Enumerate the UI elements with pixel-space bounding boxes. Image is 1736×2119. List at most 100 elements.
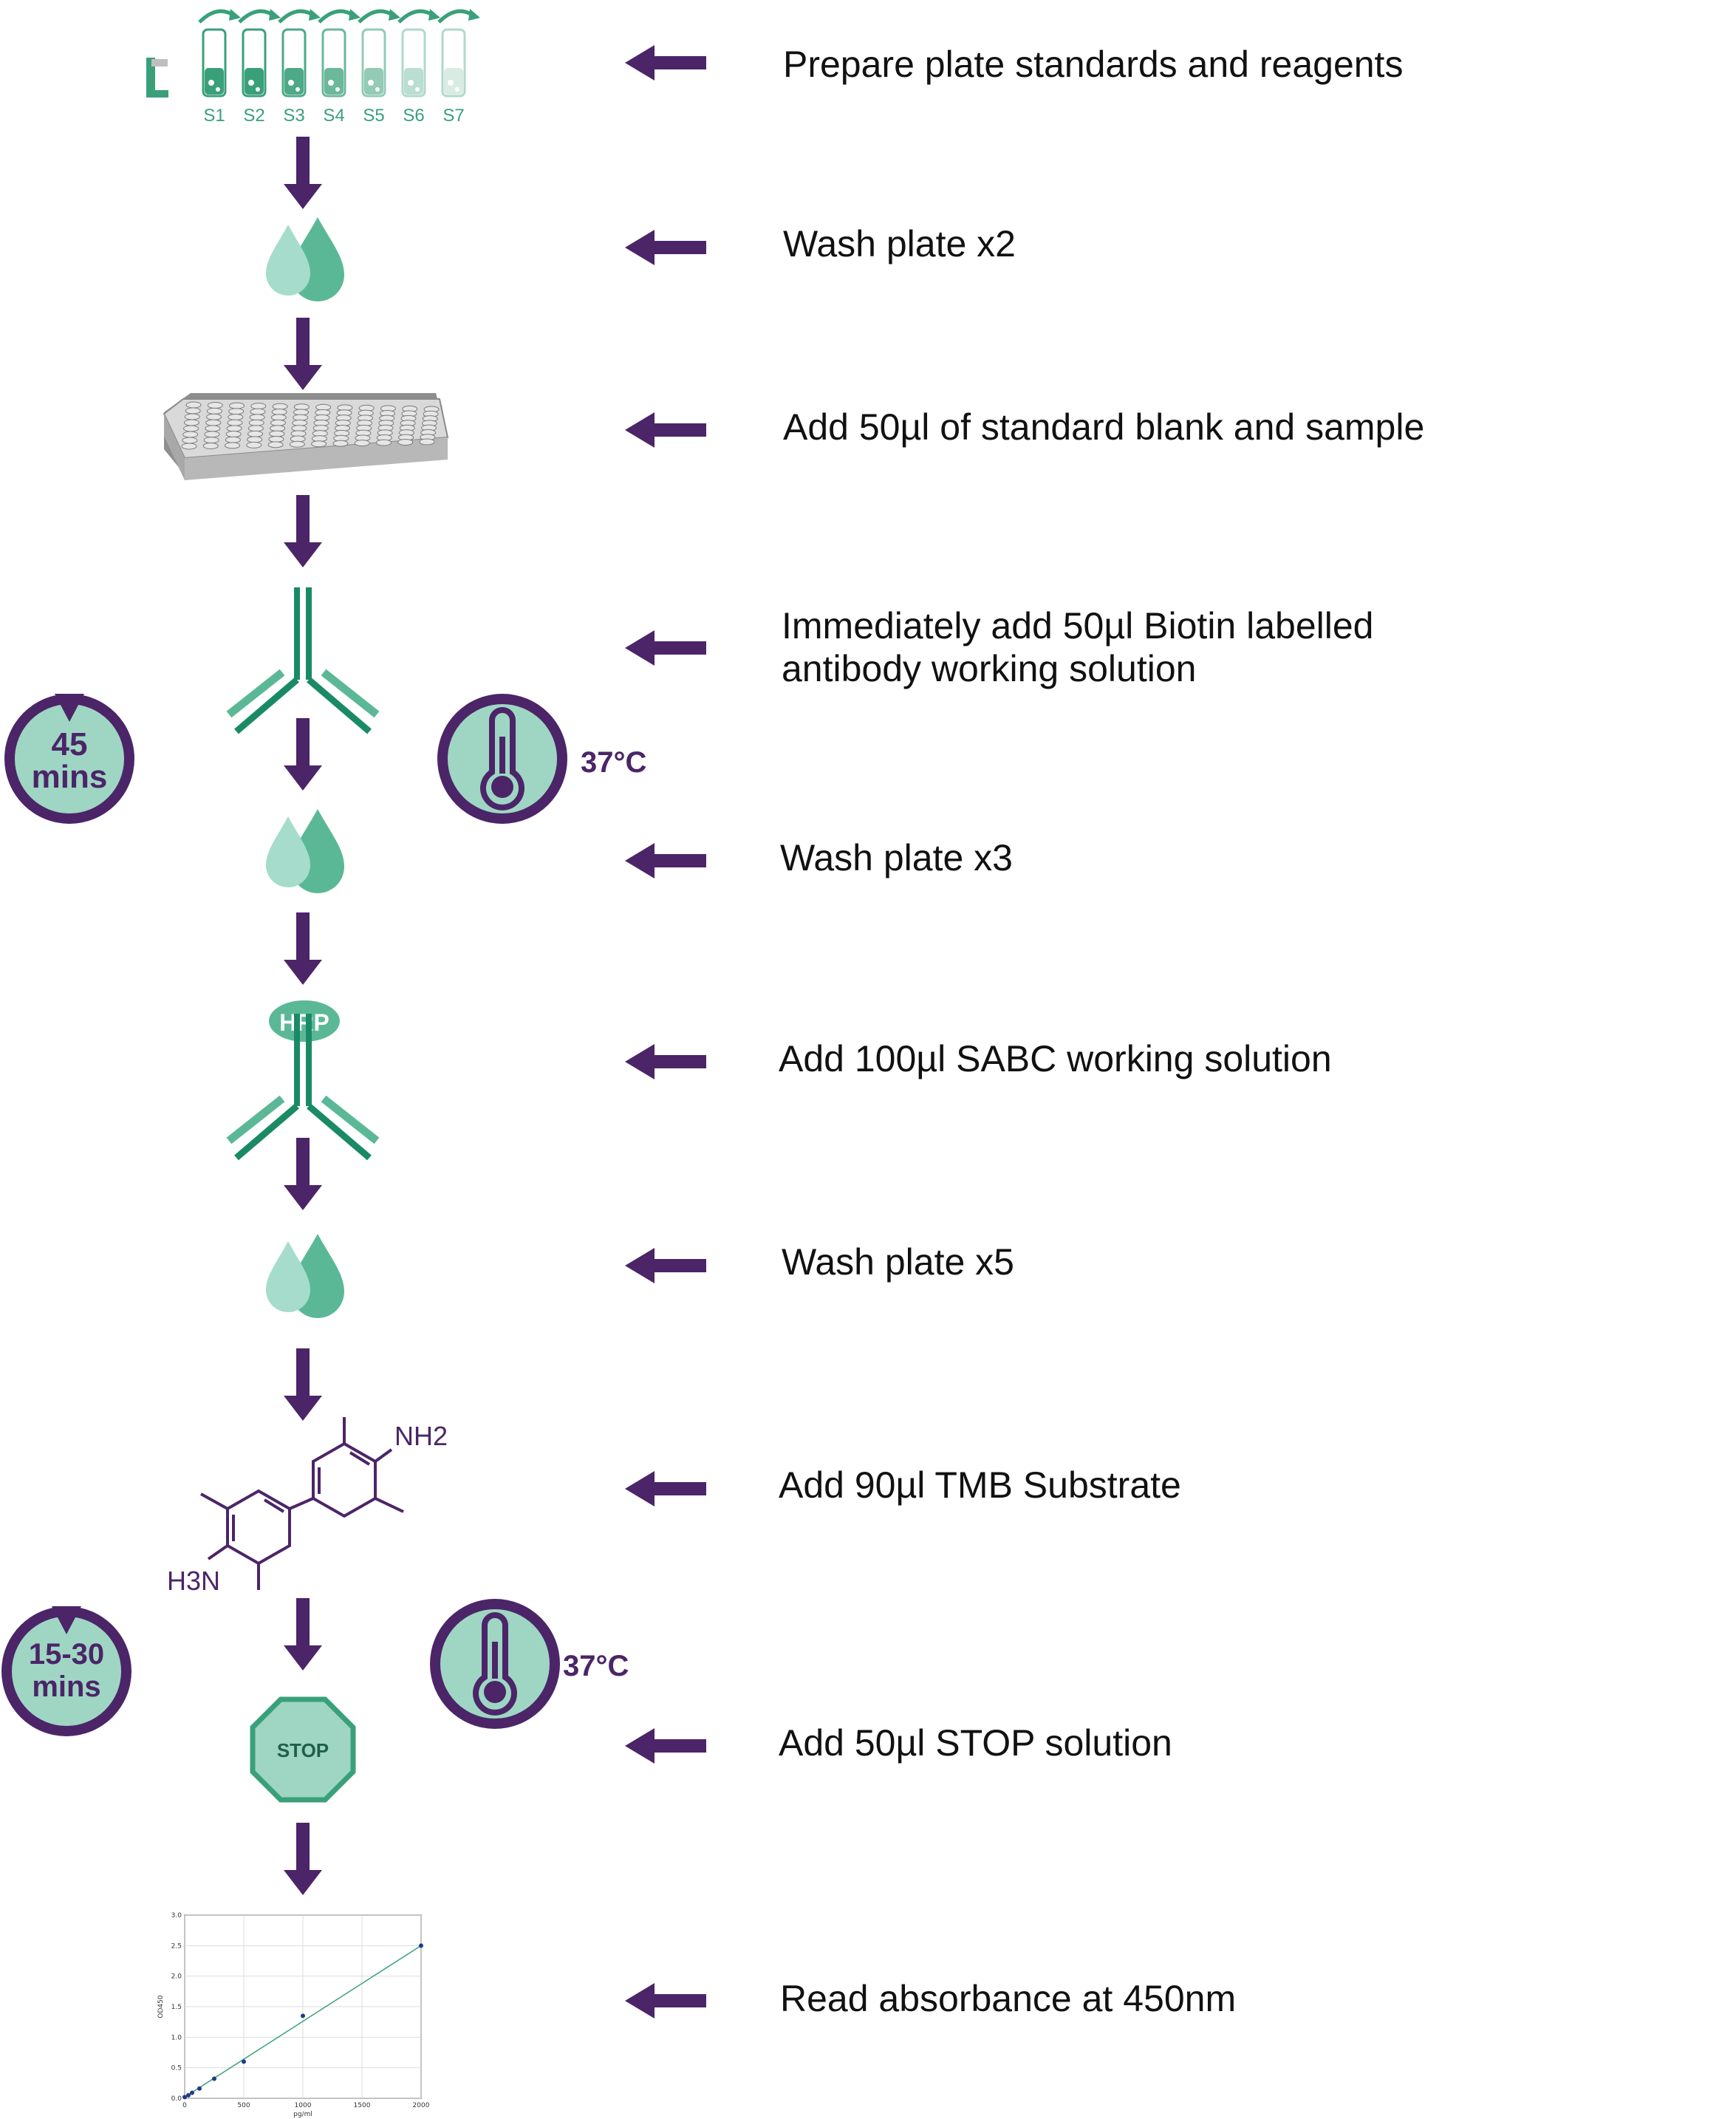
step-6-text: Add 100µl SABC working solution xyxy=(779,1038,1332,1079)
x-tick-label: 0 xyxy=(182,2102,187,2109)
standard-tube xyxy=(361,28,386,98)
stop-sign-icon: STOP xyxy=(250,1696,356,1803)
data-point xyxy=(197,2086,202,2091)
y-tick-label: 0.5 xyxy=(171,2065,182,2072)
standard-label: S2 xyxy=(243,106,264,126)
tmb-molecule-icon xyxy=(200,1417,404,1590)
step-arrows xyxy=(625,45,706,2019)
plate-well xyxy=(183,419,199,426)
plate-well xyxy=(207,402,223,409)
x-tick-label: 2000 xyxy=(413,2102,430,2109)
plate-well xyxy=(182,431,199,438)
x-tick-label: 1500 xyxy=(354,2102,371,2109)
plate-well xyxy=(205,419,222,426)
dilution-arrowhead xyxy=(309,9,321,21)
plate-well xyxy=(271,409,287,416)
standard-tube xyxy=(202,28,227,98)
y-tick-label: 1.5 xyxy=(171,2004,182,2011)
plate-well xyxy=(225,442,241,449)
step-7-text: Wash plate x5 xyxy=(782,1241,1014,1283)
standard-tube xyxy=(401,28,426,98)
plate-well xyxy=(247,436,263,443)
thermometer-icon xyxy=(430,1599,560,1729)
plate-well xyxy=(268,435,284,443)
plate-well xyxy=(289,440,305,448)
tmb-amine-bottom: H3N xyxy=(167,1566,220,1596)
standard-tube xyxy=(242,28,267,98)
plate-well xyxy=(203,437,219,444)
standard-label: S3 xyxy=(283,106,304,126)
plate-well xyxy=(270,425,286,432)
water-drops-icon xyxy=(266,809,344,893)
plate-well xyxy=(183,425,199,432)
standard-tube xyxy=(441,28,466,98)
plate-well xyxy=(225,431,242,438)
step-4-text-line2: antibody working solution xyxy=(782,648,1196,689)
standard-label: S1 xyxy=(203,106,225,126)
plate-well xyxy=(270,419,287,426)
step-9-text: Add 50µl STOP solution xyxy=(779,1722,1172,1764)
y-tick-label: 0.0 xyxy=(171,2095,182,2103)
dilution-arrowhead xyxy=(269,9,281,21)
fit-line xyxy=(184,1945,422,2098)
plate-well xyxy=(225,436,241,443)
timer-1-line2: mins xyxy=(32,759,108,795)
microplate-icon xyxy=(163,393,449,480)
water-drops-icon xyxy=(266,217,344,301)
data-point xyxy=(242,2059,246,2064)
data-point xyxy=(190,2090,194,2095)
plate-well xyxy=(202,442,219,449)
dilution-arrowhead xyxy=(349,9,360,21)
standard-tube xyxy=(281,28,307,98)
thermometer-icon xyxy=(437,694,567,824)
plate-well xyxy=(247,425,264,432)
timer-2-line2: mins xyxy=(32,1671,100,1703)
plate-well xyxy=(269,430,285,437)
plate-well xyxy=(272,403,288,410)
plate-well xyxy=(375,439,392,446)
step-2-text: Wash plate x2 xyxy=(783,223,1016,265)
plate-well xyxy=(311,440,327,448)
plate-well xyxy=(181,443,197,450)
plate-well xyxy=(246,441,262,448)
y-tick-label: 2.0 xyxy=(171,1973,182,1981)
data-point xyxy=(419,1943,423,1948)
dilution-arrowhead xyxy=(428,9,440,21)
plate-well xyxy=(270,414,287,421)
timer-icon: 45 mins xyxy=(4,694,134,824)
plate-well xyxy=(185,401,202,409)
data-point xyxy=(212,2076,216,2081)
plate-well xyxy=(205,425,221,432)
chart-xlabel: pg/ml xyxy=(293,2111,312,2118)
plate-well xyxy=(229,402,245,409)
standard-label: S7 xyxy=(442,106,464,126)
plate-well xyxy=(250,403,267,410)
standard-label: S5 xyxy=(363,106,384,126)
step-5-text: Wash plate x3 xyxy=(780,837,1013,878)
plate-well xyxy=(227,419,243,426)
plate-well xyxy=(226,425,242,432)
plate-well xyxy=(204,431,220,438)
plate-well xyxy=(397,439,414,446)
plate-well xyxy=(247,430,264,437)
hrp-label: HRP xyxy=(279,1009,329,1036)
plate-well xyxy=(184,413,200,420)
step-8-text: Add 90µl TMB Substrate xyxy=(779,1464,1181,1506)
standard-label: S4 xyxy=(323,106,344,126)
step-1-text: Prepare plate standards and reagents xyxy=(783,44,1403,85)
timer-icon: 15-30 mins xyxy=(1,1606,131,1736)
plate-well xyxy=(267,441,284,448)
standard-tube xyxy=(321,28,346,98)
step-4-text: Immediately add 50µl Biotin labelled xyxy=(782,605,1374,646)
dilution-arrowhead xyxy=(389,9,400,21)
timer-2-line1: 15-30 xyxy=(29,1638,104,1671)
chart-ylabel: OD450 xyxy=(157,1995,165,2018)
water-drops-icon xyxy=(266,1234,344,1318)
data-point xyxy=(182,2095,187,2100)
plate-well xyxy=(249,414,265,421)
plate-well xyxy=(206,407,222,414)
dilution-arrowhead xyxy=(468,9,480,21)
